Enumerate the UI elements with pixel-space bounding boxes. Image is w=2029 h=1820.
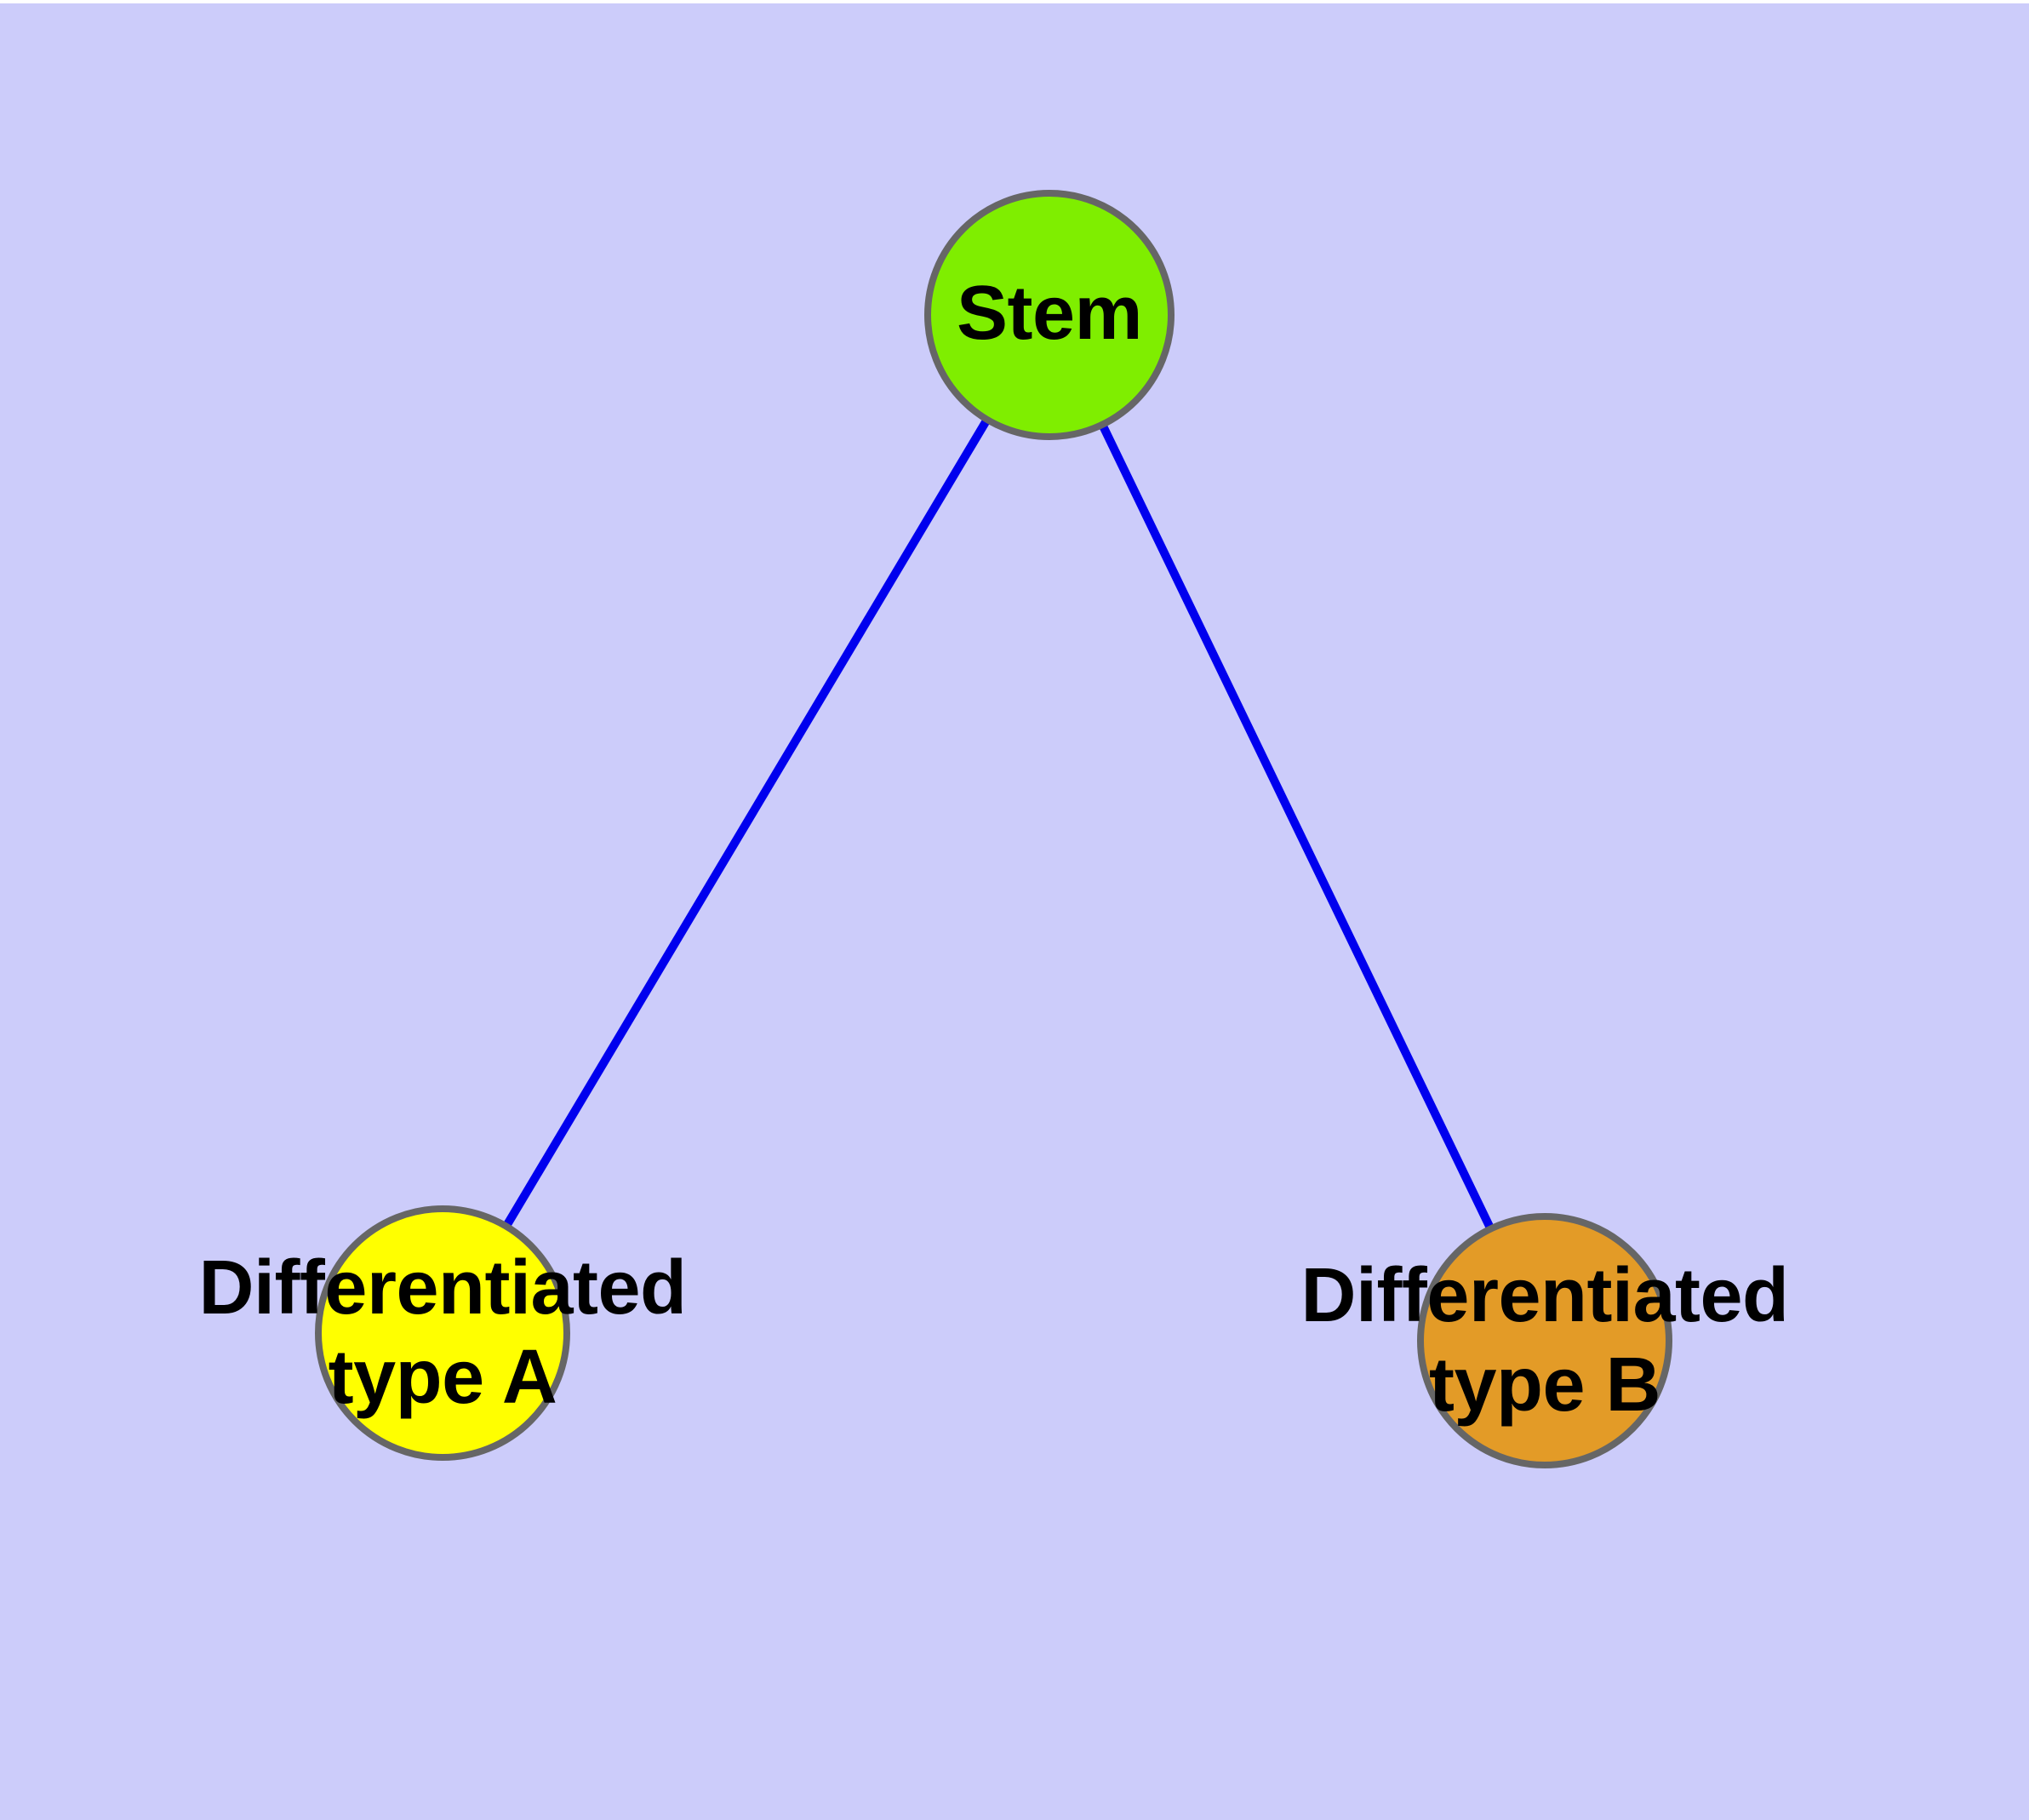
edge-stem-to-differentiated-type-a[interactable]: [438, 312, 1054, 1336]
edge-stem-to-differentiated-type-b[interactable]: [1045, 312, 1549, 1343]
node-differentiated-type-b[interactable]: [1417, 1213, 1672, 1468]
node-layer: [315, 190, 1672, 1468]
edge-layer: [438, 312, 1549, 1343]
node-stem[interactable]: [924, 190, 1175, 440]
node-differentiated-type-a[interactable]: [315, 1205, 570, 1461]
